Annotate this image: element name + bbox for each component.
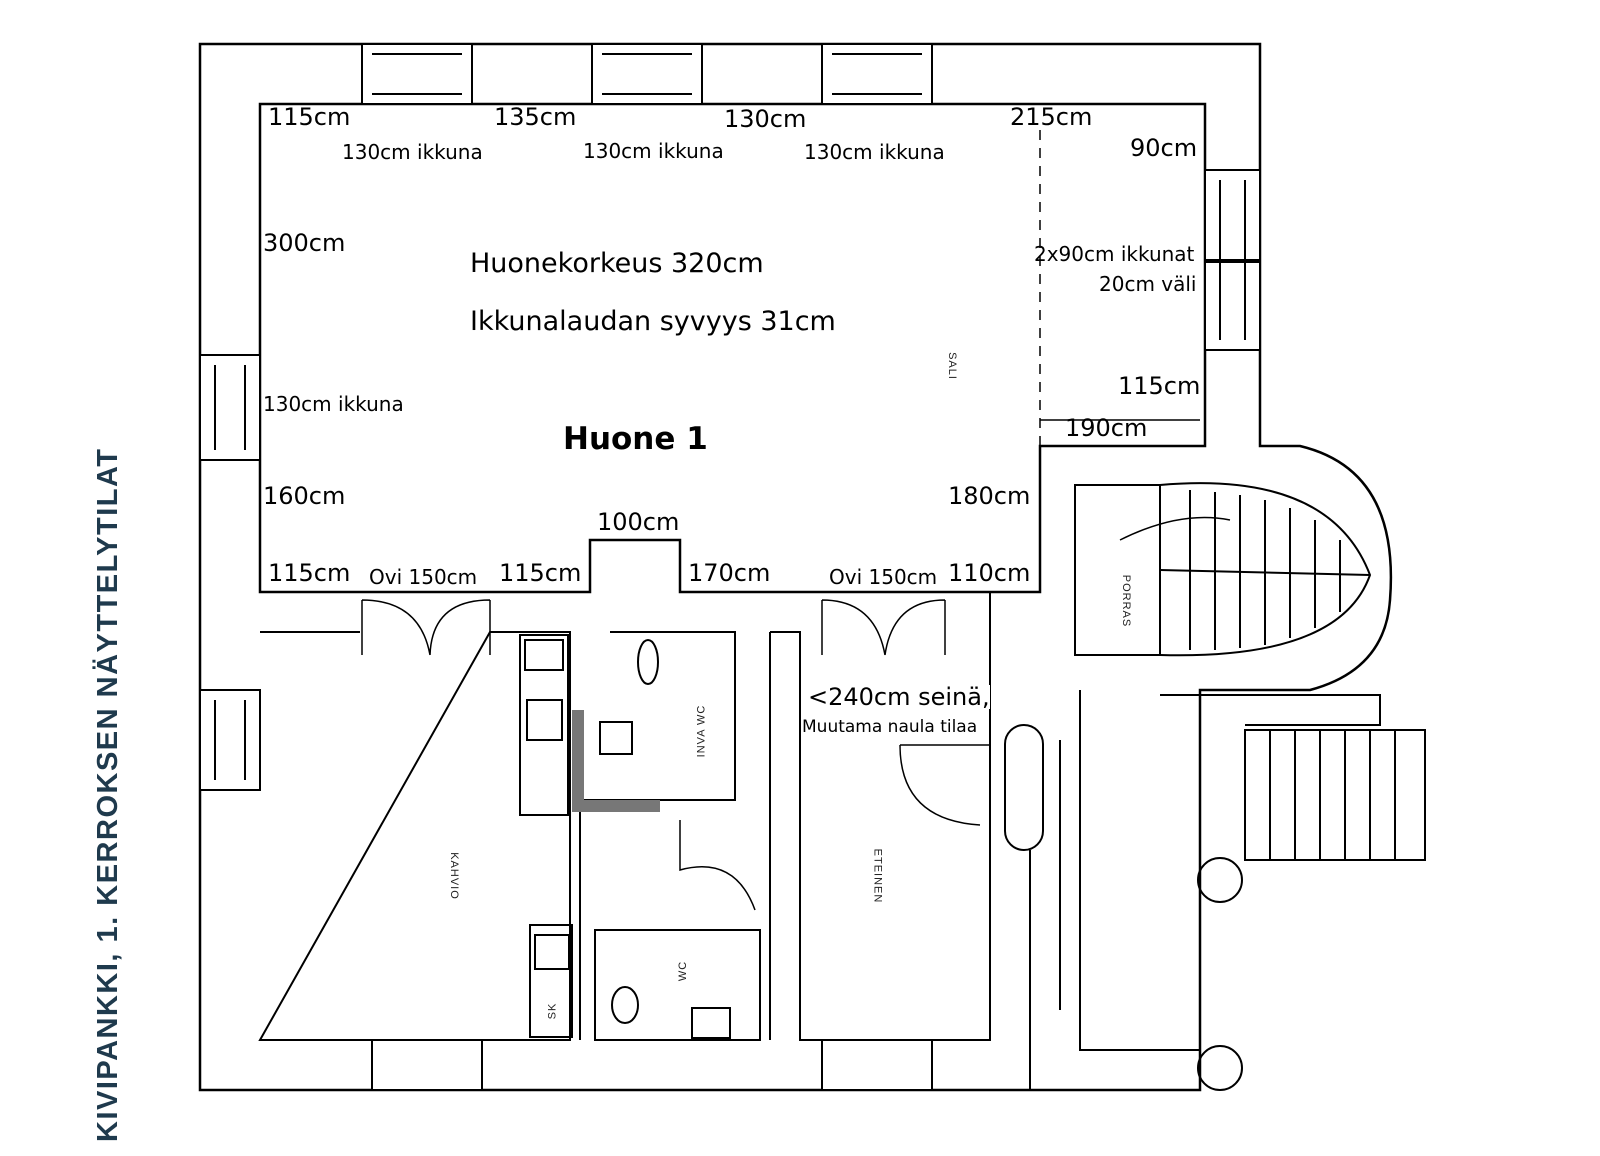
dim-top-215: 215cm <box>1010 103 1093 131</box>
staircase <box>1074 484 1161 656</box>
wc-toilet <box>611 986 639 1024</box>
right-windows <box>1204 169 1261 351</box>
bottom-windows <box>371 1039 933 1091</box>
inva-toilet <box>637 639 659 685</box>
door-label-1: Ovi 150cm <box>369 565 478 589</box>
dim-bottom-115-mid: 115cm <box>499 559 582 587</box>
window-label-1: 130cm ikkuna <box>342 140 483 164</box>
plan-label-kahvio: KAHVIO <box>447 852 460 900</box>
pillar <box>1004 724 1044 851</box>
dim-right-190: 190cm <box>1065 414 1148 442</box>
left-windows <box>199 354 261 791</box>
plan-label-sk: SK <box>546 1002 559 1020</box>
top-windows <box>361 43 933 105</box>
sill-depth-note: Ikkunalaudan syvyys 31cm <box>470 306 836 337</box>
wc-walls <box>594 929 761 1041</box>
door-arc-4 <box>899 744 990 826</box>
counter <box>519 634 569 816</box>
dim-top-115: 115cm <box>268 103 351 131</box>
column-2 <box>1197 1045 1243 1091</box>
dim-top-135: 135cm <box>494 103 577 131</box>
kahvio-walls <box>258 631 571 1041</box>
plan-label-sali: SALI <box>945 352 958 380</box>
window-label-3: 130cm ikkuna <box>804 140 945 164</box>
door-arc-1 <box>361 599 491 656</box>
room-1-boundary <box>258 102 1207 594</box>
dim-bottom-110: 110cm <box>948 559 1031 587</box>
wall-note-detail: Muutama naula tilaa <box>802 717 978 737</box>
plan-label-porras: PORRAS <box>1120 574 1133 628</box>
window-label-right-1: 2x90cm ikkunat <box>1034 242 1195 266</box>
door-arc-2 <box>821 599 946 656</box>
dim-right-90: 90cm <box>1130 134 1198 162</box>
dim-right-180: 180cm <box>948 482 1031 510</box>
dim-right-115: 115cm <box>1118 372 1201 400</box>
plan-label-eteinen: ETEINEN <box>871 848 884 904</box>
dim-bottom-100: 100cm <box>597 508 680 536</box>
outer-wall <box>198 42 1393 1092</box>
window-label-left: 130cm ikkuna <box>263 392 404 416</box>
door-arc-3 <box>679 820 756 911</box>
plan-label-wc: WC <box>677 960 690 982</box>
window-label-right-2: 20cm väli <box>1099 272 1197 296</box>
room-height-note: Huonekorkeus 320cm <box>470 248 764 279</box>
dim-left-160: 160cm <box>263 482 346 510</box>
dim-bottom-115-left: 115cm <box>268 559 351 587</box>
eteinen-walls <box>770 592 991 1041</box>
lobby-walls <box>1029 690 1200 1090</box>
door-label-2: Ovi 150cm <box>829 565 938 589</box>
dim-top-130: 130cm <box>724 105 807 133</box>
column-1 <box>1197 857 1243 903</box>
hatched-wall <box>572 710 584 812</box>
dim-bottom-170: 170cm <box>688 559 771 587</box>
sink-unit <box>529 924 573 1038</box>
room-name: Huone 1 <box>563 421 708 457</box>
entrance-steps <box>1244 729 1426 861</box>
wall-note-title: <240cm seinä, <box>808 683 990 711</box>
dim-left-300: 300cm <box>263 229 346 257</box>
plan-label-inva-wc: INVA WC <box>695 704 708 758</box>
window-label-2: 130cm ikkuna <box>583 139 724 163</box>
side-title: KIVIPANKKI, 1. KERROKSEN NÄYTTELYTILAT <box>92 447 124 1142</box>
